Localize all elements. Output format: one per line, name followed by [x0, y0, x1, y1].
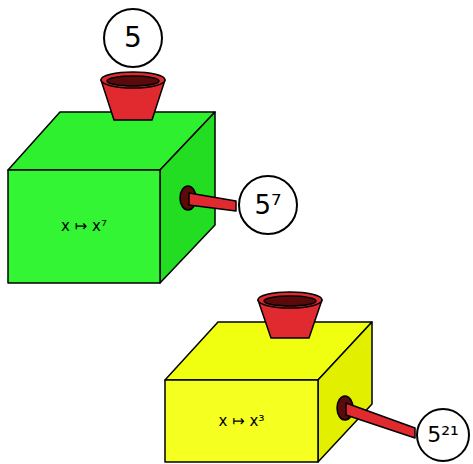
value-label: 5²¹ — [427, 423, 459, 447]
function-box: x ↦ x³ — [165, 380, 318, 462]
function-box: x ↦ x⁷ — [8, 170, 160, 283]
funnel-rim — [101, 72, 165, 88]
function-label: x ↦ x³ — [219, 413, 265, 430]
output-circle: 5⁷ — [238, 175, 298, 235]
spout — [346, 403, 415, 438]
yellow-box-front — [165, 380, 318, 462]
yellow-box-side — [318, 322, 372, 462]
funnel-opening — [107, 76, 159, 86]
green-box-front — [8, 170, 160, 283]
spout — [189, 193, 236, 211]
value-label: 5 — [124, 23, 142, 54]
input-circle: 5 — [103, 8, 163, 68]
function-label: x ↦ x⁷ — [61, 218, 107, 235]
funnel-rim — [258, 292, 322, 308]
funnel-opening — [264, 296, 316, 306]
value-label: 5⁷ — [255, 191, 282, 220]
output-circle: 5²¹ — [416, 408, 470, 462]
